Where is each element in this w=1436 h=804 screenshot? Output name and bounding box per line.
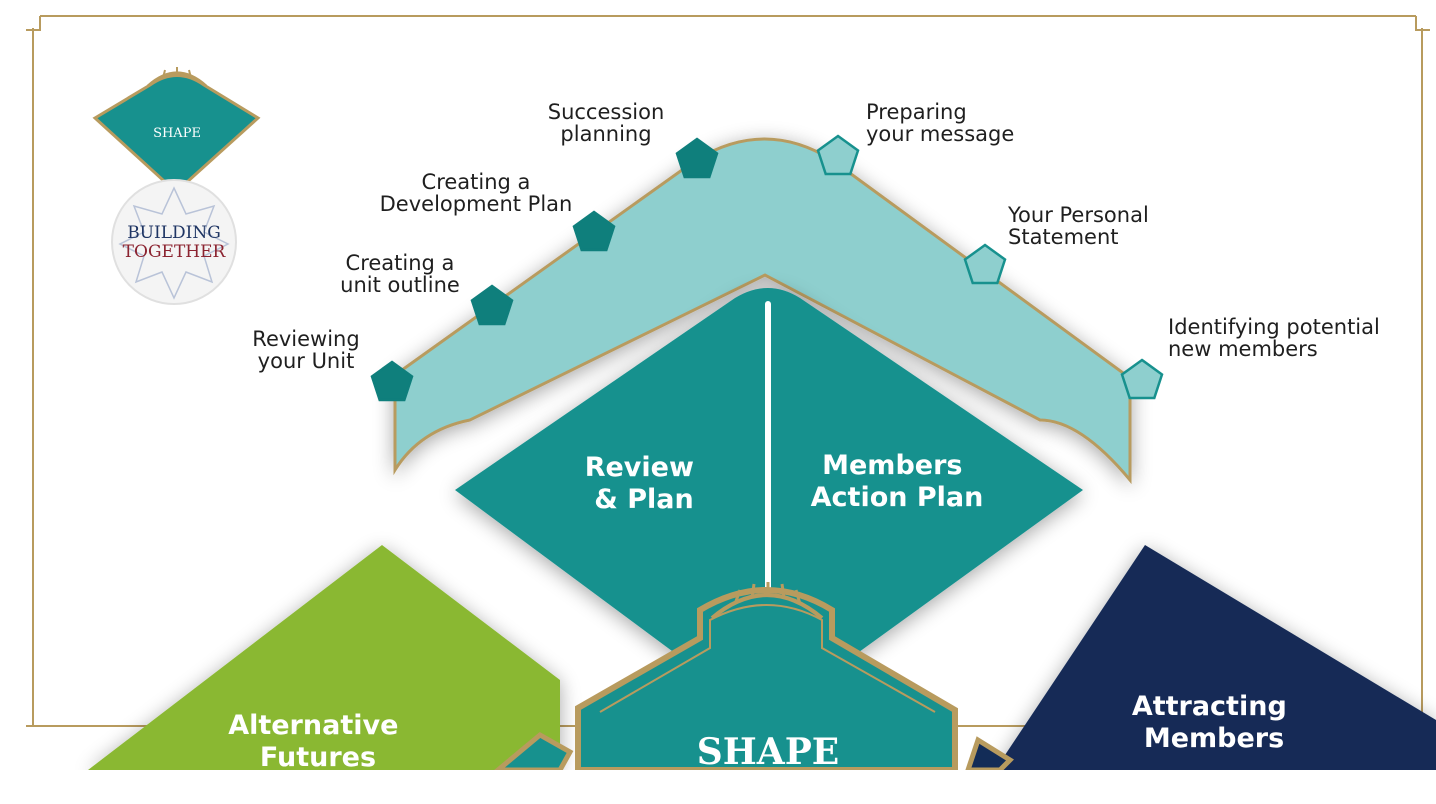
step-markers [370,134,1164,402]
alternative-futures-quadrant[interactable] [88,545,560,770]
alternative-futures-label: Alternative Futures [228,710,408,773]
side-piece-left [494,731,574,770]
step-marker-reviewing [370,360,414,402]
logo-line-1: BUILDING [127,223,221,243]
step-marker-development-plan [572,210,616,252]
review-plan-label: Review & Plan [585,452,704,515]
side-piece-right [965,736,1014,770]
building-together-logo: BUILDING TOGETHER [111,179,237,305]
step-marker-personal-statement [963,243,1007,285]
logo-line-2: TOGETHER [123,242,227,262]
shape-badge: SHAPE [92,67,261,195]
attracting-members-label: Attracting Members [1132,691,1296,754]
center-shape-label: SHAPE [697,731,839,773]
section-labels: Review & Plan Members Action Plan Altern… [228,450,1296,773]
members-action-plan-label: Members Action Plan [811,450,984,513]
step-marker-succession [675,137,719,179]
badge-shape-label: SHAPE [153,126,201,141]
step-marker-message [816,134,860,176]
center-shape-emblem [575,582,958,770]
attracting-members-quadrant[interactable] [995,545,1436,770]
step-marker-new-members [1120,358,1164,400]
progress-arc-band [393,137,1132,485]
step-marker-unit-outline [470,284,514,326]
